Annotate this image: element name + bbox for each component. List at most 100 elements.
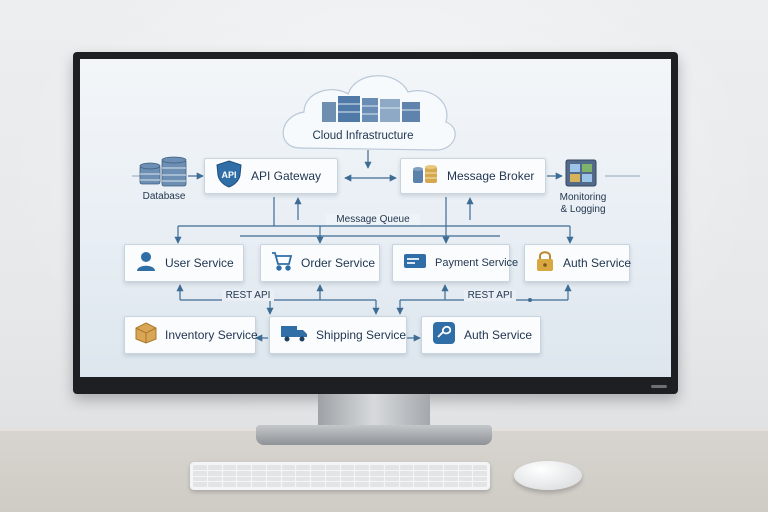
keyboard-key: [207, 470, 222, 476]
keyboard-key: [340, 470, 355, 476]
monitoring-dashboard-icon: [565, 159, 597, 187]
rest-api-left-label: REST API: [222, 290, 274, 301]
keyboard-key: [355, 470, 369, 476]
shield-icon: API: [215, 160, 243, 192]
keyboard-key: [429, 476, 443, 482]
keyboard: [190, 462, 490, 490]
keyboard-key: [207, 465, 222, 470]
keyboard-key: [311, 482, 325, 487]
database-label: Database: [142, 191, 186, 202]
keyboard-key: [384, 470, 399, 476]
keyboard-key: [443, 470, 458, 476]
lock-icon: [535, 249, 555, 277]
keyboard-key: [311, 470, 325, 476]
monitor-stand-neck: [318, 394, 430, 428]
keyboard-key: [311, 465, 325, 470]
keyboard-key: [281, 476, 296, 482]
keyboard-key: [384, 465, 399, 470]
keyboard-key: [325, 476, 340, 482]
keyboard-key: [237, 470, 251, 476]
keyboard-key: [370, 476, 384, 482]
keyboard-key: [193, 482, 207, 487]
keyboard-key: [458, 470, 473, 476]
keyboard-key: [429, 465, 443, 470]
keyboard-key: [429, 470, 443, 476]
keyboard-key: [296, 470, 310, 476]
keyboard-key: [193, 465, 207, 470]
keyboard-key: [281, 482, 296, 487]
keyboard-key: [458, 482, 473, 487]
user-service-node[interactable]: User Service: [124, 244, 244, 282]
keyboard-key: [311, 476, 325, 482]
keyboard-key: [355, 476, 369, 482]
keyboard-key: [222, 482, 237, 487]
card-icon: [403, 252, 427, 274]
keyboard-key: [296, 465, 310, 470]
service-label: Inventory Service: [165, 328, 258, 342]
keyboard-key: [370, 470, 384, 476]
keyboard-key: [399, 470, 414, 476]
api-badge-text: API: [221, 170, 236, 180]
message-broker-node[interactable]: Message Broker: [400, 158, 546, 194]
keyboard-key: [281, 470, 296, 476]
order-service-node[interactable]: Order Service: [260, 244, 380, 282]
database-stack-icon: [411, 163, 439, 189]
service-label: User Service: [165, 256, 234, 270]
keyboard-key: [399, 482, 414, 487]
keyboard-key: [266, 465, 281, 470]
keyboard-key: [370, 465, 384, 470]
keyboard-key: [384, 482, 399, 487]
keyboard-key: [355, 465, 369, 470]
keyboard-key: [325, 465, 340, 470]
keyboard-key: [296, 476, 310, 482]
payment-service-node[interactable]: Payment Service: [392, 244, 518, 282]
shipping-service-node[interactable]: Shipping Service: [269, 316, 407, 354]
keyboard-key: [443, 476, 458, 482]
message-broker-label: Message Broker: [447, 169, 535, 183]
keyboard-key: [252, 470, 266, 476]
keyboard-key: [237, 476, 251, 482]
keyboard-key: [458, 465, 473, 470]
keyboard-key: [340, 482, 355, 487]
keyboard-key: [222, 465, 237, 470]
monitoring-label-line2: & Logging: [560, 204, 606, 215]
server-rack-icon: [322, 96, 420, 122]
truck-icon: [280, 323, 308, 347]
rest-api-right-label: REST API: [464, 290, 516, 301]
keyboard-key: [252, 465, 266, 470]
keyboard-key: [207, 476, 222, 482]
keyboard-key: [252, 476, 266, 482]
keyboard-key: [193, 470, 207, 476]
keyboard-key: [414, 476, 428, 482]
keyboard-key: [237, 465, 251, 470]
keyboard-key: [340, 476, 355, 482]
message-queue-label: Message Queue: [326, 214, 420, 225]
database-icon: [139, 156, 187, 187]
service-label: Order Service: [301, 256, 376, 270]
api-gateway-label: API Gateway: [251, 169, 322, 183]
keyboard-key: [325, 482, 340, 487]
keyboard-key: [443, 465, 458, 470]
keyboard-key: [399, 476, 414, 482]
inventory-service-node[interactable]: Inventory Service: [124, 316, 258, 354]
service-label: Payment Service: [435, 257, 519, 269]
api-gateway-node[interactable]: API API Gateway: [204, 158, 338, 194]
keyboard-key: [414, 470, 428, 476]
keyboard-key: [355, 482, 369, 487]
service-label: Shipping Service: [316, 328, 407, 342]
power-indicator: [651, 385, 667, 388]
keyboard-key: [252, 482, 266, 487]
user-icon: [135, 250, 157, 276]
auth-service-node[interactable]: Auth Service: [524, 244, 632, 282]
keyboard-key: [443, 482, 458, 487]
auth-service-secondary-node[interactable]: Auth Service: [421, 316, 541, 354]
service-label: Auth Service: [464, 328, 533, 342]
keyboard-key: [266, 470, 281, 476]
monitor-stand-base: [256, 425, 492, 445]
service-label: Auth Service: [563, 256, 632, 270]
keyboard-key: [399, 465, 414, 470]
keyboard-key: [266, 482, 281, 487]
keyboard-key: [473, 476, 487, 482]
monitoring-label-line1: Monitoring: [559, 192, 607, 203]
